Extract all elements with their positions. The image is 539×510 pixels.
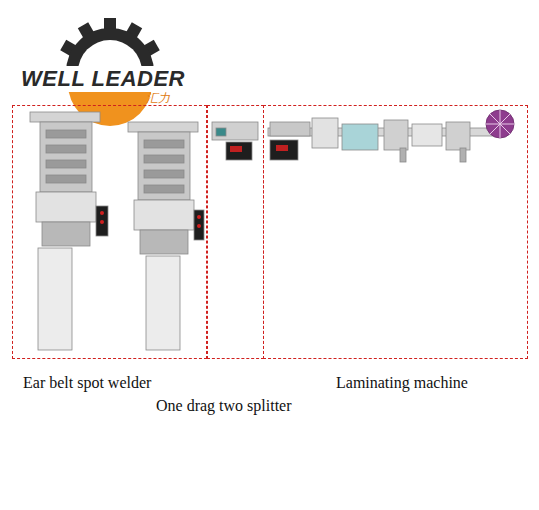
logo-text: WELL LEADER <box>18 66 188 92</box>
spot-welder <box>30 112 108 350</box>
logo-chinese-text: 汇力 <box>146 90 170 107</box>
group-caption: One drag two splitter <box>156 397 292 415</box>
machine-group-box: Laminating machine <box>263 105 528 359</box>
machine-group-box: One drag two splitter <box>207 105 264 359</box>
logo-gear <box>0 18 220 126</box>
laminating-machine <box>268 110 514 162</box>
machine-group-box: Ear belt spot welder <box>12 105 207 359</box>
group-caption: Laminating machine <box>336 374 468 392</box>
spot-welder <box>128 122 204 350</box>
group-caption: Ear belt spot welder <box>23 374 151 392</box>
splitter-machine <box>212 122 258 160</box>
